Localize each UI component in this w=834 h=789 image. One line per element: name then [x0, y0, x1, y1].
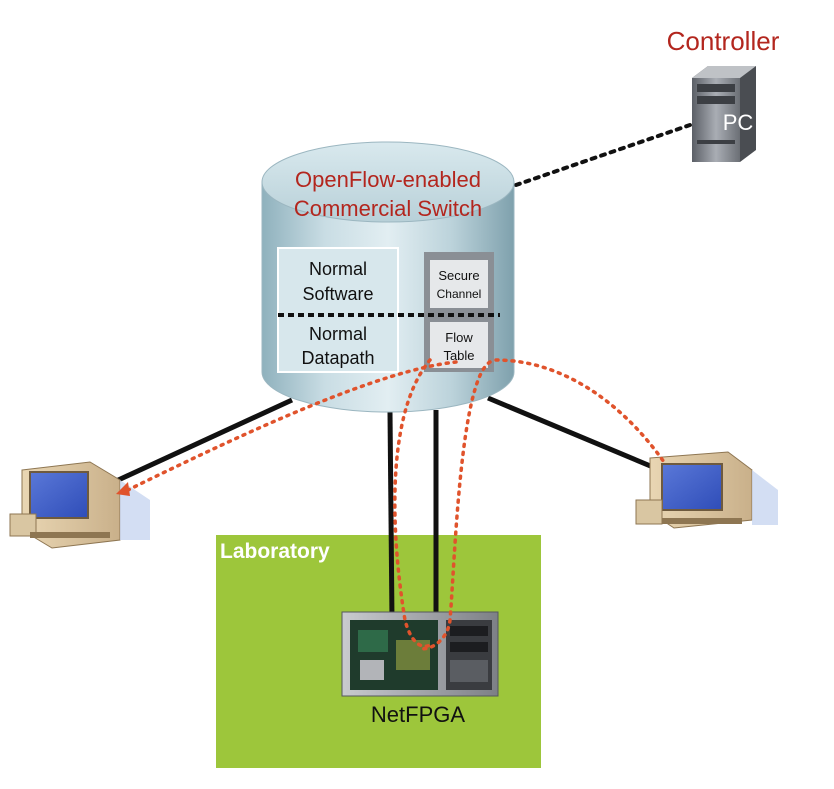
- pc-label: PC: [723, 110, 754, 135]
- packet-path-flowtable-to-netfpga-a: [393, 358, 432, 648]
- netfpga-label: NetFPGA: [371, 702, 465, 727]
- flow-table-line1: Flow: [445, 330, 473, 345]
- netfpga-board-icon: NetFPGA: [341, 611, 499, 727]
- packet-path-flowtable-to-netfpga-b: [416, 360, 492, 651]
- normal-datapath-line1: Normal: [309, 324, 367, 344]
- right-host-computer-icon: [635, 451, 778, 529]
- secure-channel-box: [430, 260, 488, 308]
- flow-table-box: [430, 322, 488, 368]
- secure-channel-line1: Secure: [438, 268, 479, 283]
- secure-channel-line2: Channel: [437, 287, 482, 301]
- packet-arrow-left-host: [116, 482, 130, 496]
- packet-path-right-host: [494, 358, 666, 464]
- link-switch-right-host: [487, 395, 661, 473]
- controller-label: Controller: [667, 26, 780, 56]
- link-switch-netfpga-a: [387, 411, 395, 621]
- openflow-switch: OpenFlow-enabled Commercial Switch Norma…: [261, 141, 515, 413]
- switch-title-line1: OpenFlow-enabled: [295, 167, 481, 192]
- switch-title-line2: Commercial Switch: [294, 196, 482, 221]
- normal-software-line1: Normal: [309, 259, 367, 279]
- switch-links: [112, 395, 661, 621]
- normal-datapath-line2: Datapath: [301, 348, 374, 368]
- controller-server-icon: Controller PC: [667, 26, 780, 162]
- normal-software-box: [277, 247, 399, 373]
- control-channel-link: [514, 123, 692, 187]
- normal-software-line2: Software: [302, 284, 373, 304]
- packet-path: [126, 358, 666, 651]
- link-switch-left-host: [112, 397, 294, 485]
- laboratory-label: Laboratory: [220, 540, 330, 563]
- flow-table-line2: Table: [443, 348, 474, 363]
- left-host-computer-icon: [9, 461, 150, 549]
